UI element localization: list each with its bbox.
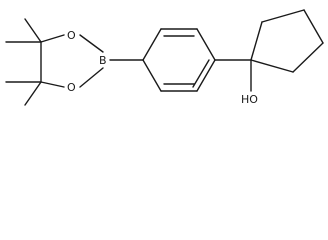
aromatic-bond-1 — [142, 28, 162, 61]
bond-c1-o-upper — [40, 34, 65, 43]
aromatic-bond-4 — [196, 59, 216, 92]
cyclopentane-bond-5 — [250, 59, 294, 73]
cyclopentane-bond-3 — [303, 9, 324, 44]
benzene-ring — [142, 28, 216, 92]
methyl-bond-c1-up-left — [24, 18, 42, 43]
bond-o-upper-b — [79, 34, 104, 53]
atom-label-boron: B — [99, 54, 107, 67]
aromatic-bond-3 — [196, 28, 216, 61]
cyclopentane-bond-1 — [250, 21, 263, 61]
pinacol-boronate-ring — [5, 18, 104, 106]
bond-b-o-lower — [79, 67, 104, 88]
chemical-structure-drawing: O B O HO — [5, 9, 324, 106]
atom-label-o-lower: O — [67, 81, 76, 94]
chemical-structure-canvas: O B O HO — [5, 9, 324, 106]
aromatic-inner-bond-right — [192, 59, 210, 88]
bond-o-lower-c2 — [40, 81, 65, 88]
cyclopentane-ring — [250, 9, 324, 73]
methyl-bond-c2-down-left — [24, 81, 42, 106]
aromatic-bond-6 — [142, 59, 162, 92]
atom-label-hydroxyl: HO — [241, 93, 258, 106]
cyclopentane-bond-4 — [292, 42, 324, 73]
cyclopentane-bond-2 — [261, 9, 305, 23]
atom-label-o-upper: O — [67, 29, 76, 42]
